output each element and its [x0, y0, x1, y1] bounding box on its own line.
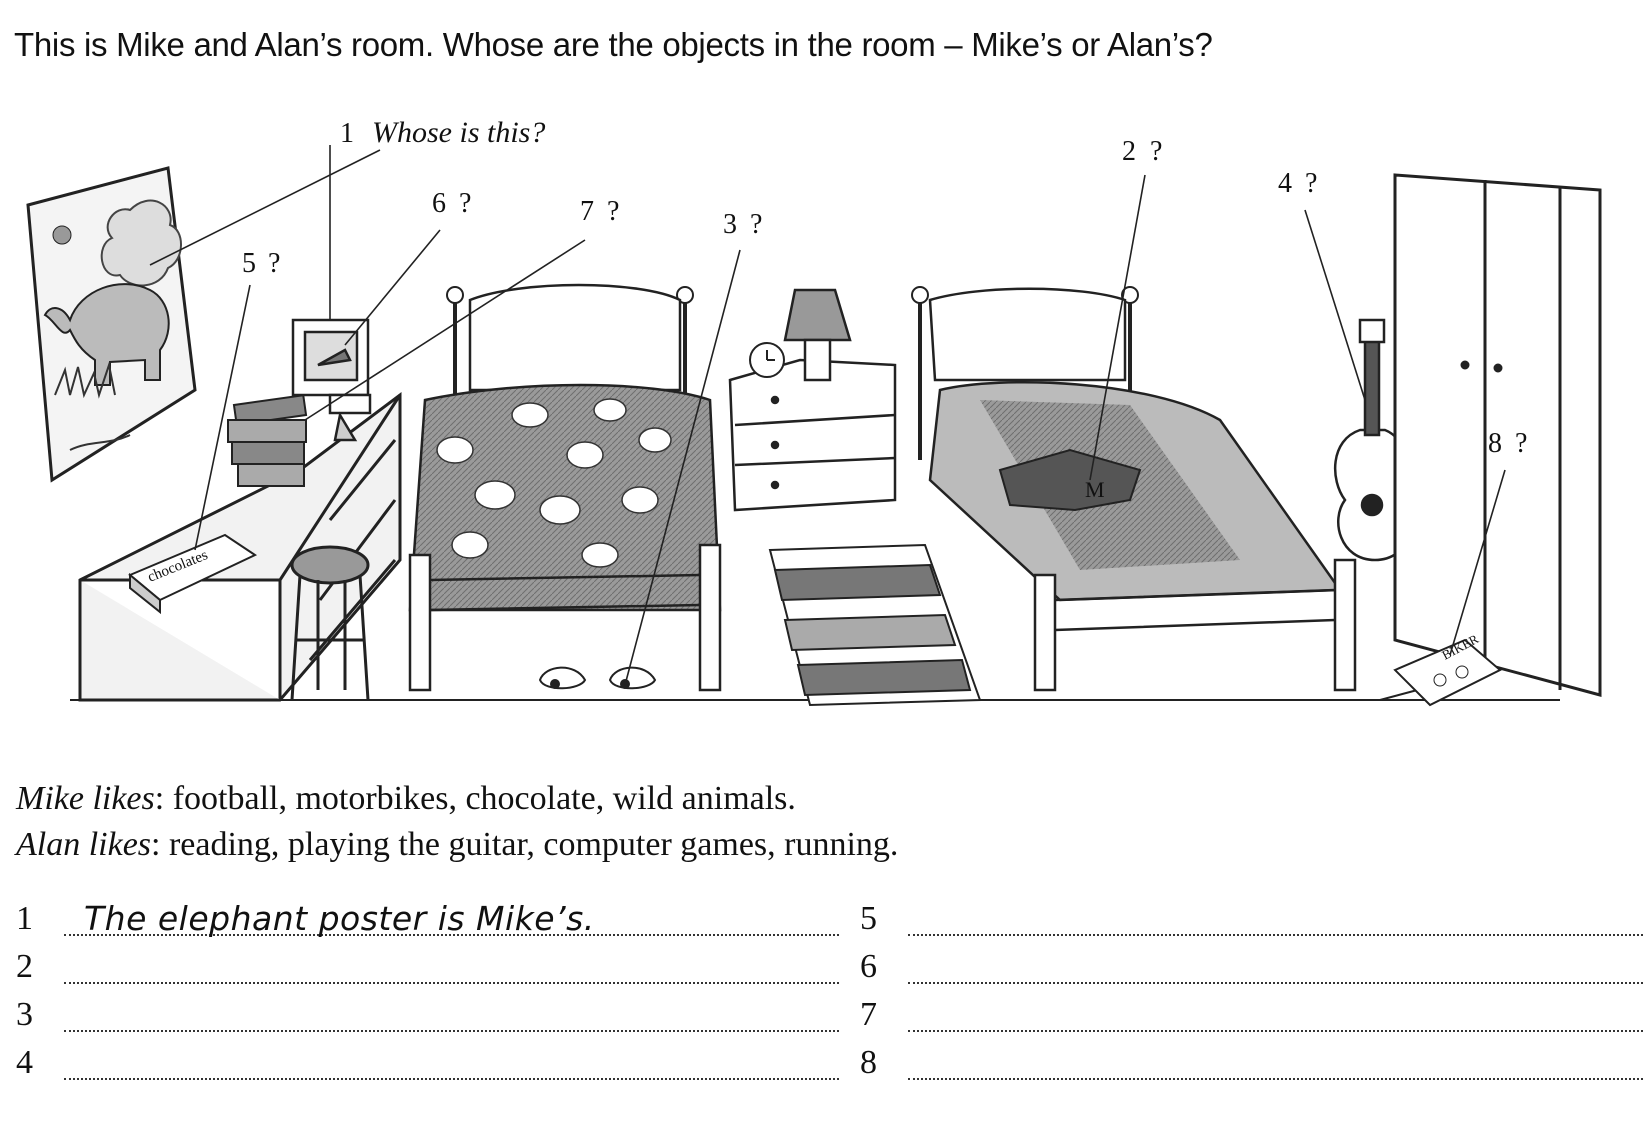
- mike-likes: Mike likes: football, motorbikes, chocol…: [16, 780, 796, 817]
- answer-number: 2: [16, 948, 33, 985]
- callout-7-mark: ?: [607, 196, 619, 227]
- shirt: M: [998, 448, 1142, 512]
- callout-8-number: 8: [1488, 428, 1502, 459]
- shirt-letter: M: [1085, 477, 1105, 502]
- answer-field-5[interactable]: [908, 900, 1643, 936]
- answer-field-3[interactable]: [64, 996, 839, 1032]
- alan-likes: Alan likes: reading, playing the guitar,…: [16, 826, 899, 863]
- alarm-clock-icon: [749, 342, 785, 378]
- answer-number: 4: [16, 1044, 33, 1081]
- callout-3-number: 3: [723, 209, 737, 240]
- answer-row-8: 8: [860, 1040, 1643, 1080]
- answer-field-2[interactable]: [64, 948, 839, 984]
- left-bed: [408, 283, 722, 692]
- rug: [768, 543, 982, 707]
- alan-likes-label: Alan likes: [16, 826, 152, 863]
- mike-likes-label: Mike likes: [16, 780, 155, 817]
- stool: [290, 545, 370, 701]
- callout-6-number: 6: [432, 188, 446, 219]
- answer-number: 1: [16, 900, 33, 937]
- guitar-icon: [1333, 318, 1412, 562]
- answer-number: 8: [860, 1044, 877, 1081]
- answer-number: 5: [860, 900, 877, 937]
- answer-field-6[interactable]: [908, 948, 1643, 984]
- book-stack: [227, 394, 308, 487]
- answer-row-4: 4: [16, 1040, 839, 1080]
- answer-row-5: 5: [860, 896, 1643, 936]
- callout-2-mark: ?: [1150, 136, 1162, 167]
- callout-1-number: 1: [340, 118, 354, 149]
- right-bed: M: [911, 286, 1357, 692]
- answer-row-7: 7: [860, 992, 1643, 1032]
- bedside-table: [728, 358, 897, 512]
- callout-7-number: 7: [580, 196, 594, 227]
- answer-number: 3: [16, 996, 33, 1033]
- answer-text-1: The elephant poster is Mike’s.: [84, 899, 595, 938]
- room-illustration: chocolates: [26, 116, 1602, 707]
- callout-1-text: Whose is this?: [372, 116, 545, 149]
- callout-5-number: 5: [242, 248, 256, 279]
- answer-field-7[interactable]: [908, 996, 1643, 1032]
- answer-row-6: 6: [860, 944, 1643, 984]
- callout-6-mark: ?: [459, 188, 471, 219]
- lamp: [783, 288, 852, 382]
- callout-4-mark: ?: [1305, 168, 1317, 199]
- trainers: [538, 666, 657, 690]
- callout-3-mark: ?: [750, 209, 762, 240]
- callout-2-number: 2: [1122, 136, 1136, 167]
- callout-5-mark: ?: [268, 248, 280, 279]
- callout-lines: [149, 145, 1506, 686]
- callout-8-mark: ?: [1515, 428, 1527, 459]
- mike-likes-items: football, motorbikes, chocolate, wild an…: [172, 780, 796, 817]
- exercise-title: This is Mike and Alan’s room. Whose are …: [14, 26, 1213, 63]
- elephant-poster: [26, 166, 197, 483]
- alan-likes-items: reading, playing the guitar, computer ga…: [168, 826, 899, 863]
- answer-field-1[interactable]: The elephant poster is Mike’s.: [64, 899, 839, 938]
- answer-row-3: 3: [16, 992, 839, 1032]
- answer-number: 7: [860, 996, 877, 1033]
- answer-row-2: 2: [16, 944, 839, 984]
- wardrobe: [1393, 173, 1602, 697]
- answer-number: 6: [860, 948, 877, 985]
- answer-field-4[interactable]: [64, 1044, 839, 1080]
- elephant-icon: [43, 283, 170, 386]
- answer-field-8[interactable]: [908, 1044, 1643, 1080]
- callout-4-number: 4: [1278, 168, 1292, 199]
- answer-row-1: 1 The elephant poster is Mike’s.: [16, 896, 839, 938]
